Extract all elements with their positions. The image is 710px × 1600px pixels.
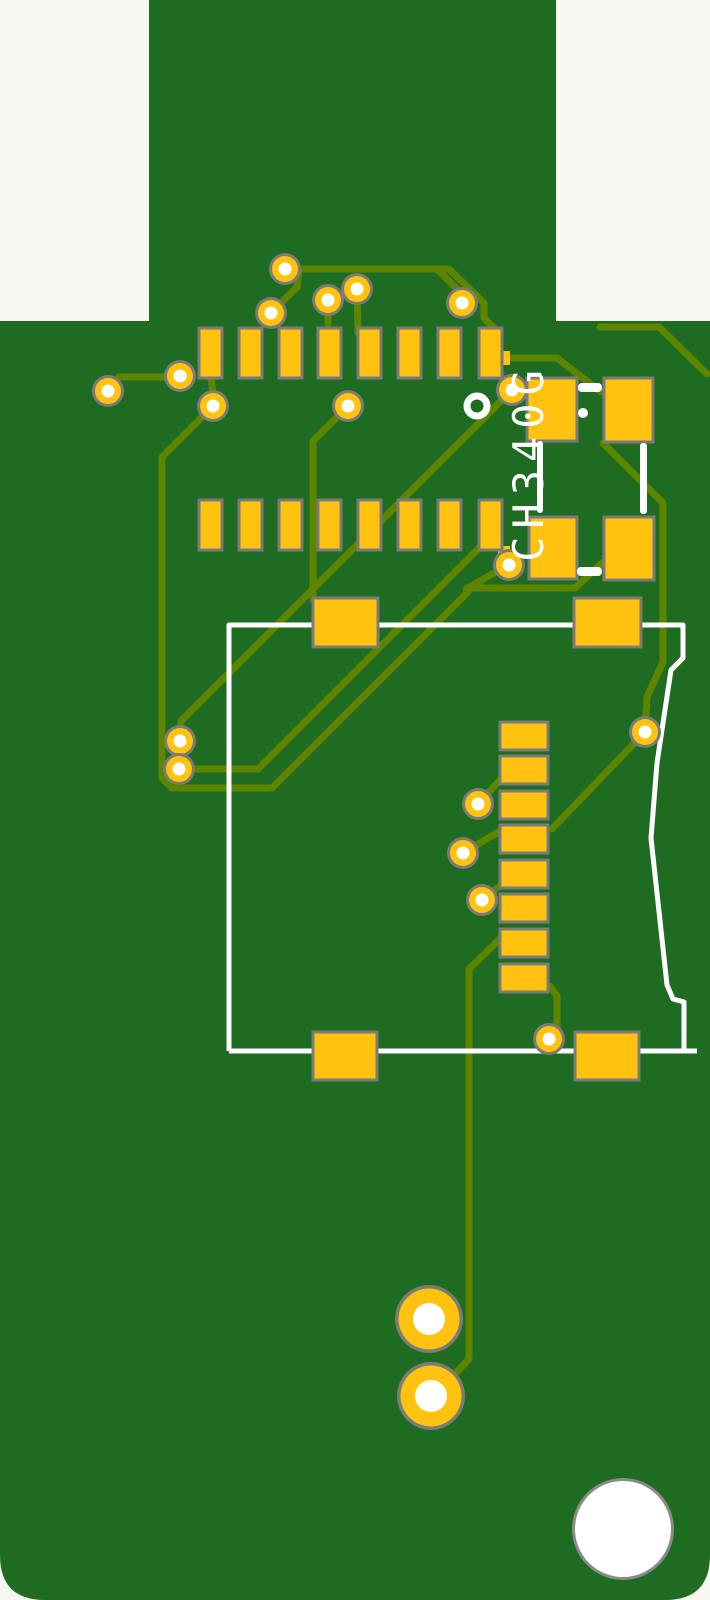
trace (281, 265, 501, 335)
trace (158, 402, 607, 792)
via-hole (638, 725, 652, 739)
via-hole (456, 846, 470, 860)
trace (548, 728, 649, 833)
smd-pad (396, 326, 423, 380)
via-hole (101, 384, 115, 398)
smd-pad (477, 326, 504, 380)
chip-label: CH340G (504, 362, 553, 562)
smd-pad (436, 326, 463, 380)
sdcard-mount-pad (311, 1030, 379, 1082)
via-hole (173, 369, 187, 383)
thru-pad-hole (415, 1380, 447, 1412)
smd-pad (436, 498, 463, 552)
sdcard-mount-pad (573, 1030, 641, 1082)
via-hole (471, 797, 485, 811)
thru-pad-hole (413, 1303, 445, 1335)
sdcard-signal-pad (498, 962, 550, 994)
smd-pad (356, 326, 383, 380)
via-hole (502, 558, 516, 572)
sdcard-signal-pad (498, 927, 550, 959)
trace (596, 323, 710, 378)
smd-pad (396, 498, 423, 552)
via-hole (350, 282, 364, 296)
pad-tab (501, 351, 510, 365)
smd-pad (356, 498, 383, 552)
via-hole (505, 383, 519, 397)
drill-hole (575, 1481, 671, 1577)
silk-dash (577, 567, 602, 576)
smd-pad (237, 326, 264, 380)
component-pad (602, 515, 656, 582)
smd-pad (316, 326, 343, 380)
sdcard-mount-pad (311, 596, 380, 649)
smd-pad (477, 498, 504, 552)
component-pad (602, 376, 655, 444)
silk-dash (578, 383, 602, 392)
via-hole (455, 296, 469, 310)
component-pad (527, 515, 579, 581)
via-hole (278, 262, 292, 276)
smd-pad (237, 498, 264, 552)
trace (501, 354, 605, 396)
sdcard-signal-pad (498, 754, 550, 786)
board-body (0, 321, 710, 1600)
vias (92, 253, 661, 1055)
via-hole (542, 1032, 556, 1046)
sdcard-signal-pad (498, 858, 550, 890)
silk-line (537, 441, 543, 513)
via-hole (321, 293, 335, 307)
silk-dot (578, 408, 588, 418)
via-hole (173, 734, 187, 748)
pin1-circle (463, 392, 491, 420)
sdcard-signal-pad (498, 823, 550, 855)
sdcard-mount-pad (572, 596, 643, 649)
sdcard-signal-pad (498, 892, 550, 924)
trace (309, 402, 352, 604)
smd-pad (197, 326, 224, 380)
smd-pad (316, 498, 343, 552)
via-hole (172, 762, 186, 776)
silk-line (640, 443, 647, 514)
smd-pad (197, 498, 224, 552)
through-hole-pads (395, 1285, 465, 1430)
mounting-drill-hole (572, 1478, 674, 1580)
sdcard-signal-pad (498, 720, 550, 752)
silkscreen-marks (463, 383, 647, 576)
component-pad (525, 376, 579, 443)
sdcard-signal-pad (498, 789, 550, 821)
via-hole (475, 893, 489, 907)
via-hole (264, 306, 278, 320)
sdcard-outline (226, 622, 687, 1051)
via-hole (341, 399, 355, 413)
smd-pad (277, 498, 304, 552)
smd-pad (277, 326, 304, 380)
smd-pads (197, 326, 656, 1082)
via-hole (206, 399, 220, 413)
